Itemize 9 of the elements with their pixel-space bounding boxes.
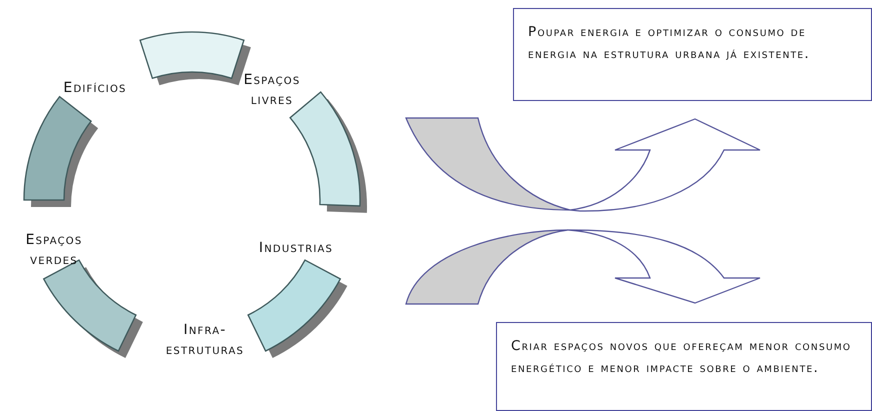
box-text: Criar espaços novos que ofereçam menor consumo energético e menor impacte sobre o ambiente. <box>511 337 852 378</box>
segment-label: Industrias <box>258 239 334 258</box>
segment-label: Infra-estruturas <box>164 321 246 360</box>
segment-label: Edifícios <box>62 79 128 98</box>
text-box <box>513 8 872 101</box>
segment-label: Espaços livres <box>242 71 302 110</box>
segment-label: Espaços verdes <box>24 231 84 270</box>
box-text: Poupar energia e optimizar o consumo de energia na estrutura urbana já existente. <box>528 23 811 64</box>
text-box <box>496 322 872 411</box>
